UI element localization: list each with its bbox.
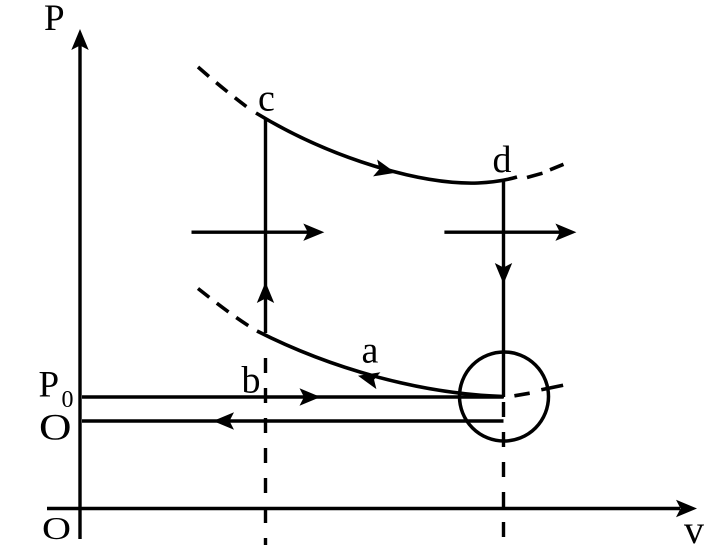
svg-text:P: P <box>44 0 65 39</box>
svg-text:v: v <box>684 507 704 546</box>
svg-text:O: O <box>39 408 72 449</box>
svg-text:P: P <box>39 365 60 406</box>
svg-text:b: b <box>242 360 261 402</box>
svg-text:O: O <box>42 510 71 546</box>
svg-text:a: a <box>362 330 379 372</box>
svg-text:0: 0 <box>62 387 74 413</box>
svg-text:d: d <box>493 139 512 181</box>
svg-text:c: c <box>258 78 275 120</box>
